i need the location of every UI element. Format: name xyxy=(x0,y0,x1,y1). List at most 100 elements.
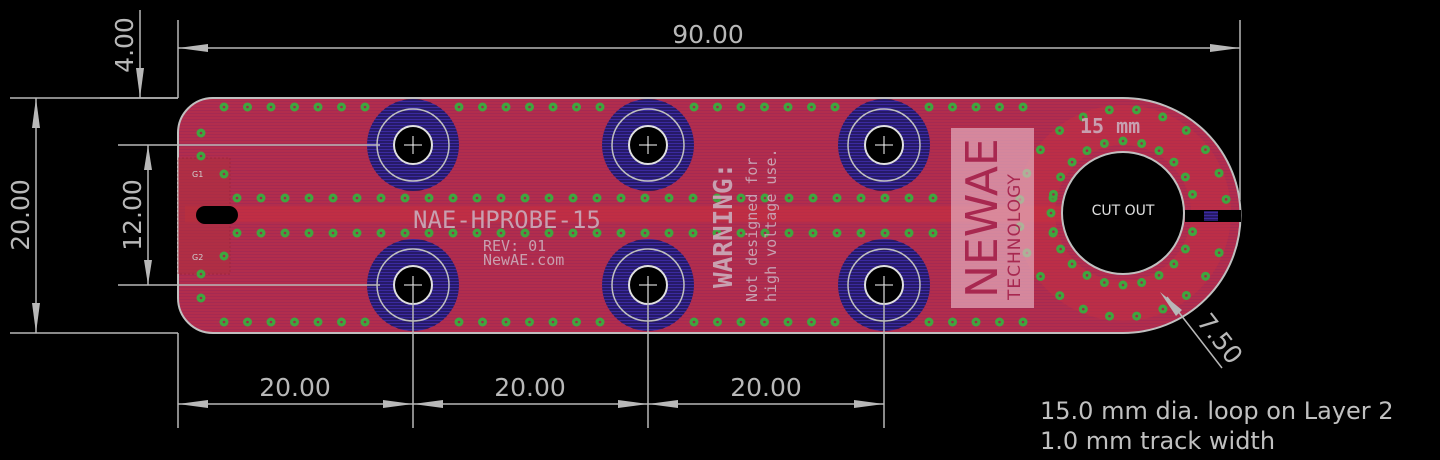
via xyxy=(830,102,840,112)
pad-label-g1: G1 xyxy=(192,170,203,179)
via xyxy=(525,317,534,327)
via xyxy=(1200,145,1210,155)
via xyxy=(219,251,229,261)
via xyxy=(400,193,410,203)
via xyxy=(1036,271,1046,281)
via xyxy=(924,317,934,327)
via xyxy=(472,228,482,238)
warning-line-2: high voltage use. xyxy=(762,148,780,302)
via xyxy=(1118,280,1128,290)
via xyxy=(256,228,266,238)
via xyxy=(1188,227,1198,237)
via xyxy=(640,228,650,238)
via xyxy=(1169,157,1179,167)
via xyxy=(1181,125,1191,135)
note-track-width: 1.0 mm track width xyxy=(1040,427,1275,455)
via xyxy=(496,228,506,238)
via xyxy=(712,228,722,238)
via xyxy=(1104,105,1114,115)
via xyxy=(337,102,346,112)
via xyxy=(1055,291,1065,301)
via xyxy=(783,102,793,112)
via xyxy=(243,317,252,327)
newae-logo-box xyxy=(951,128,1034,308)
mounting-hole xyxy=(602,99,694,191)
via xyxy=(1078,112,1088,122)
via xyxy=(995,317,1004,327)
via xyxy=(1018,102,1028,112)
via xyxy=(360,102,370,112)
via xyxy=(1158,304,1168,314)
via xyxy=(1099,138,1109,148)
via xyxy=(1056,244,1066,254)
via xyxy=(280,193,290,203)
via xyxy=(1055,126,1065,136)
via xyxy=(904,228,914,238)
via xyxy=(760,102,769,112)
via xyxy=(266,102,276,112)
via xyxy=(1067,157,1077,167)
via xyxy=(1048,227,1058,237)
via xyxy=(525,102,534,112)
via xyxy=(880,193,890,203)
note-loop-diameter: 15.0 mm dia. loop on Layer 2 xyxy=(1040,397,1394,425)
via xyxy=(736,102,746,112)
via xyxy=(688,193,698,203)
via xyxy=(196,269,206,279)
via xyxy=(1214,248,1224,258)
mounting-hole xyxy=(367,99,459,191)
via xyxy=(1169,259,1179,269)
via xyxy=(832,228,842,238)
via xyxy=(424,193,434,203)
via xyxy=(328,228,338,238)
via xyxy=(784,193,794,203)
via xyxy=(592,228,602,238)
loop-size-label: 15 mm xyxy=(1080,114,1140,138)
via xyxy=(995,102,1004,112)
via xyxy=(856,193,866,203)
via xyxy=(280,228,290,238)
via xyxy=(592,193,602,203)
via xyxy=(832,193,842,203)
connector-signal-pad xyxy=(196,206,238,224)
via xyxy=(219,102,229,112)
via xyxy=(376,228,386,238)
via xyxy=(232,193,242,203)
via xyxy=(1078,304,1088,314)
via xyxy=(1099,278,1109,288)
via xyxy=(196,293,206,303)
via xyxy=(595,102,605,112)
via xyxy=(1154,146,1164,156)
dimension-lines xyxy=(10,10,1241,428)
logo-sub-text: TECHNOLOGY xyxy=(1005,173,1025,301)
via xyxy=(352,193,362,203)
part-name-label: NAE-HPROBE-15 xyxy=(413,206,601,234)
via xyxy=(808,193,818,203)
via xyxy=(924,102,934,112)
via xyxy=(760,193,770,203)
signal-trace xyxy=(185,206,1065,222)
via xyxy=(948,102,957,112)
via xyxy=(1035,145,1045,155)
via xyxy=(360,317,370,327)
via xyxy=(1118,136,1128,146)
dim-top-offset: 4.00 xyxy=(110,17,139,73)
via xyxy=(328,193,338,203)
via xyxy=(266,317,276,327)
via xyxy=(568,193,578,203)
via xyxy=(313,102,323,112)
via xyxy=(807,317,816,327)
via xyxy=(595,317,605,327)
via xyxy=(971,317,981,327)
via xyxy=(304,228,314,238)
via xyxy=(971,102,981,112)
via xyxy=(1180,244,1190,254)
via xyxy=(1188,189,1198,199)
via xyxy=(1056,172,1066,182)
via xyxy=(501,102,511,112)
via xyxy=(548,317,558,327)
via xyxy=(688,228,698,238)
via xyxy=(501,317,511,327)
via xyxy=(736,193,746,203)
